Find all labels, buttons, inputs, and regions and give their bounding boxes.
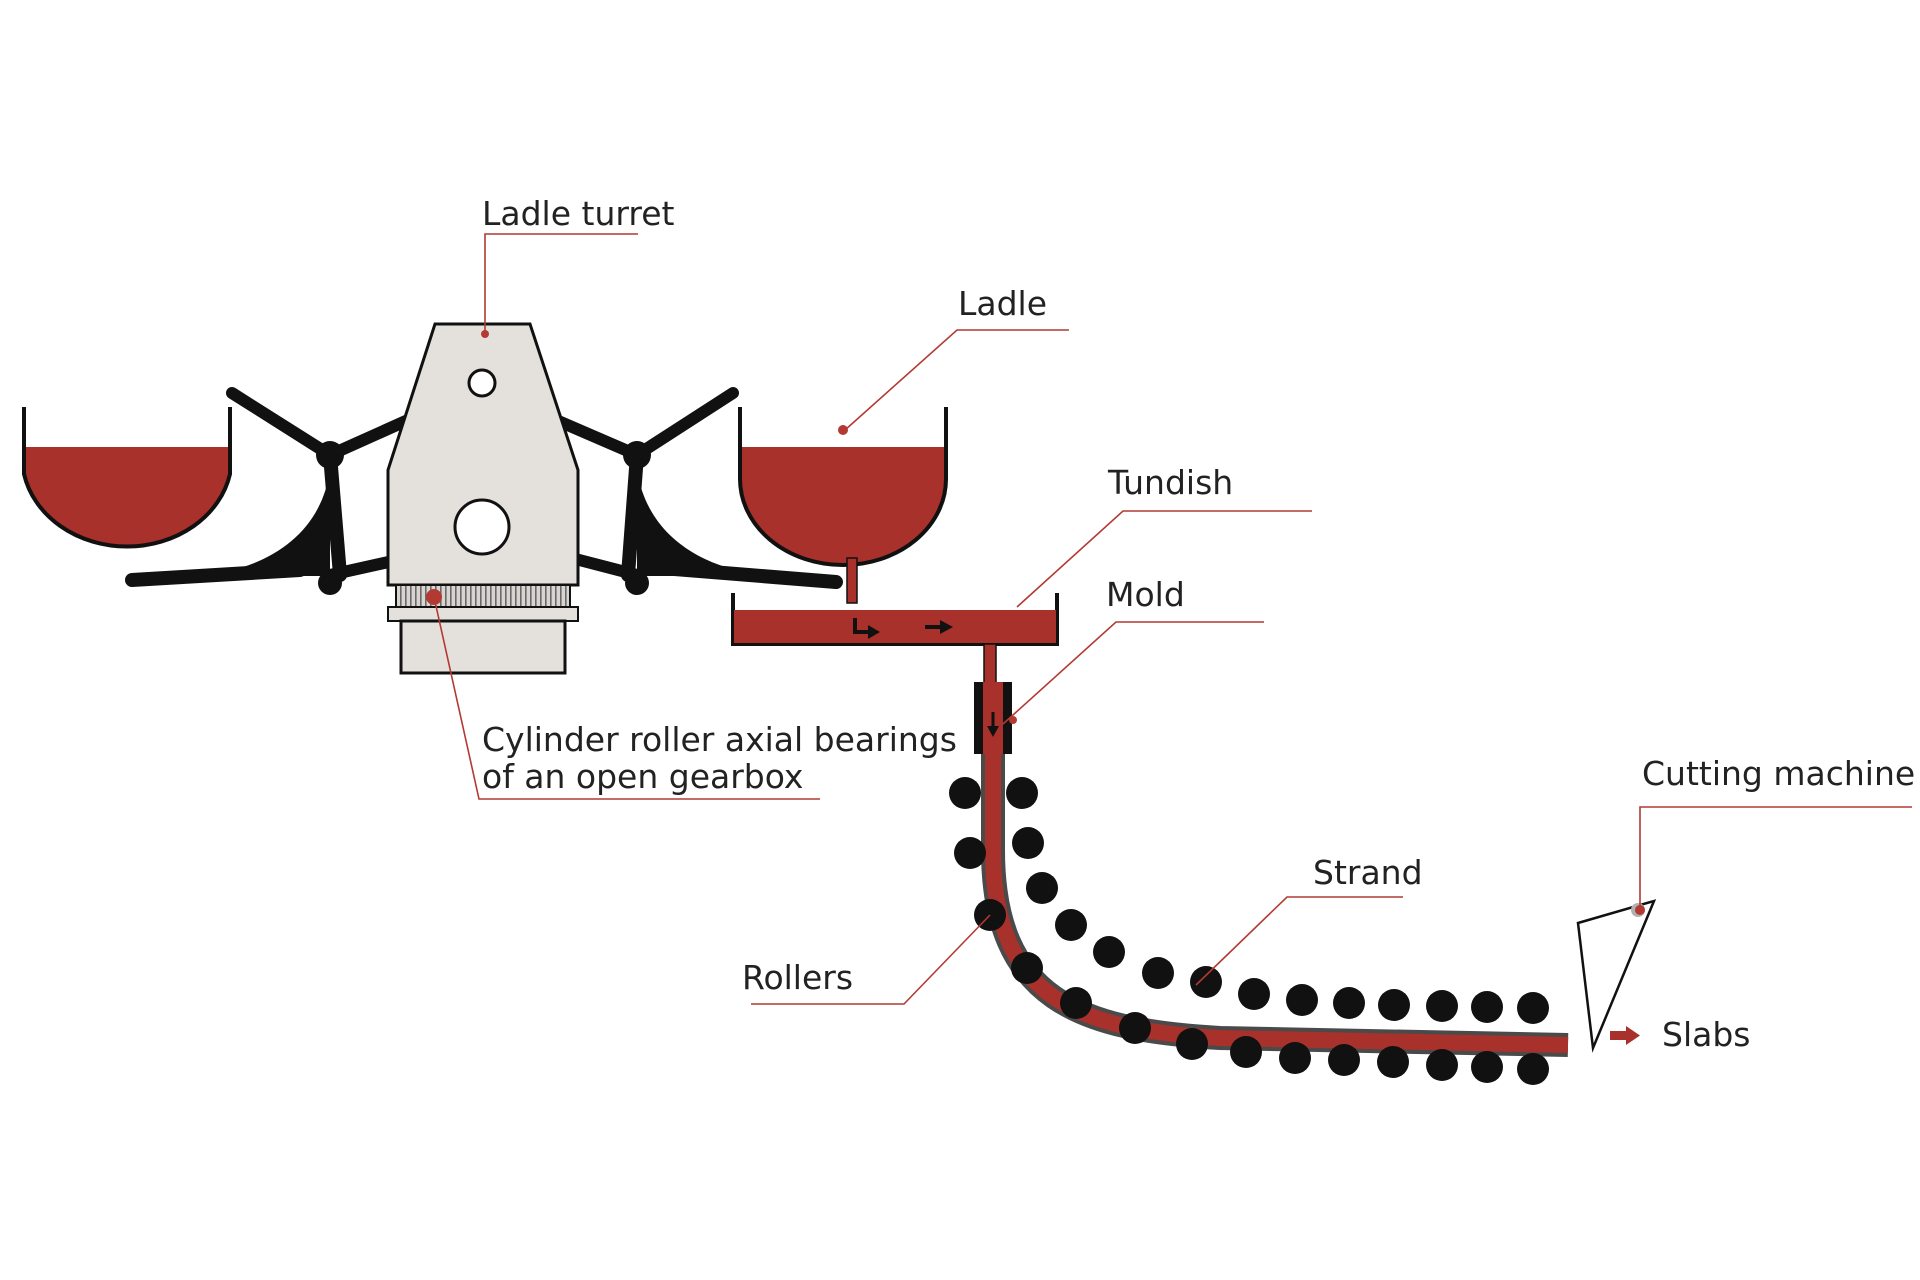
roller bbox=[1230, 1036, 1262, 1068]
roller bbox=[1060, 987, 1092, 1019]
roller bbox=[1333, 987, 1365, 1019]
roller bbox=[1426, 1049, 1458, 1081]
label-bearings-line1: Cylinder roller axial bearings bbox=[482, 720, 957, 759]
label-bearings-line2: of an open gearbox bbox=[482, 757, 803, 796]
ladle-turret bbox=[386, 322, 580, 587]
roller bbox=[1176, 1028, 1208, 1060]
roller bbox=[1012, 827, 1044, 859]
label-ladle-turret: Ladle turret bbox=[482, 194, 675, 233]
roller bbox=[1011, 952, 1043, 984]
turret-arm-fillets bbox=[200, 470, 770, 576]
roller bbox=[1328, 1044, 1360, 1076]
roller bbox=[1378, 989, 1410, 1021]
roller bbox=[1142, 957, 1174, 989]
label-strand: Strand bbox=[1313, 853, 1423, 892]
roller bbox=[1426, 990, 1458, 1022]
right-ladle bbox=[738, 407, 948, 604]
roller bbox=[1119, 1012, 1151, 1044]
roller bbox=[954, 837, 986, 869]
roller bbox=[1279, 1042, 1311, 1074]
roller bbox=[1006, 777, 1038, 809]
slabs-arrow-icon bbox=[1610, 1026, 1640, 1045]
roller bbox=[1026, 872, 1058, 904]
label-tundish: Tundish bbox=[1107, 463, 1233, 502]
cutting-machine bbox=[1576, 899, 1657, 1053]
roller bbox=[1055, 909, 1087, 941]
roller bbox=[949, 777, 981, 809]
label-mold: Mold bbox=[1106, 575, 1185, 614]
roller bbox=[1286, 984, 1318, 1016]
tundish bbox=[731, 593, 1059, 685]
roller bbox=[1471, 1051, 1503, 1083]
leader-dots bbox=[426, 330, 1645, 915]
roller bbox=[1517, 1053, 1549, 1085]
roller bbox=[1190, 966, 1222, 998]
label-rollers: Rollers bbox=[742, 958, 853, 997]
leader-lines bbox=[433, 233, 1912, 1005]
roller bbox=[1377, 1046, 1409, 1078]
roller bbox=[1238, 978, 1270, 1010]
left-ladle bbox=[22, 407, 232, 549]
open-gearbox bbox=[387, 584, 579, 675]
label-ladle: Ladle bbox=[958, 284, 1047, 323]
label-slabs: Slabs bbox=[1662, 1015, 1750, 1054]
turret-pivots bbox=[316, 441, 651, 595]
label-cutting-machine: Cutting machine bbox=[1642, 754, 1915, 793]
roller bbox=[1471, 991, 1503, 1023]
roller bbox=[1517, 992, 1549, 1024]
roller bbox=[1093, 936, 1125, 968]
rollers bbox=[949, 777, 1549, 1085]
mold bbox=[974, 682, 1012, 754]
